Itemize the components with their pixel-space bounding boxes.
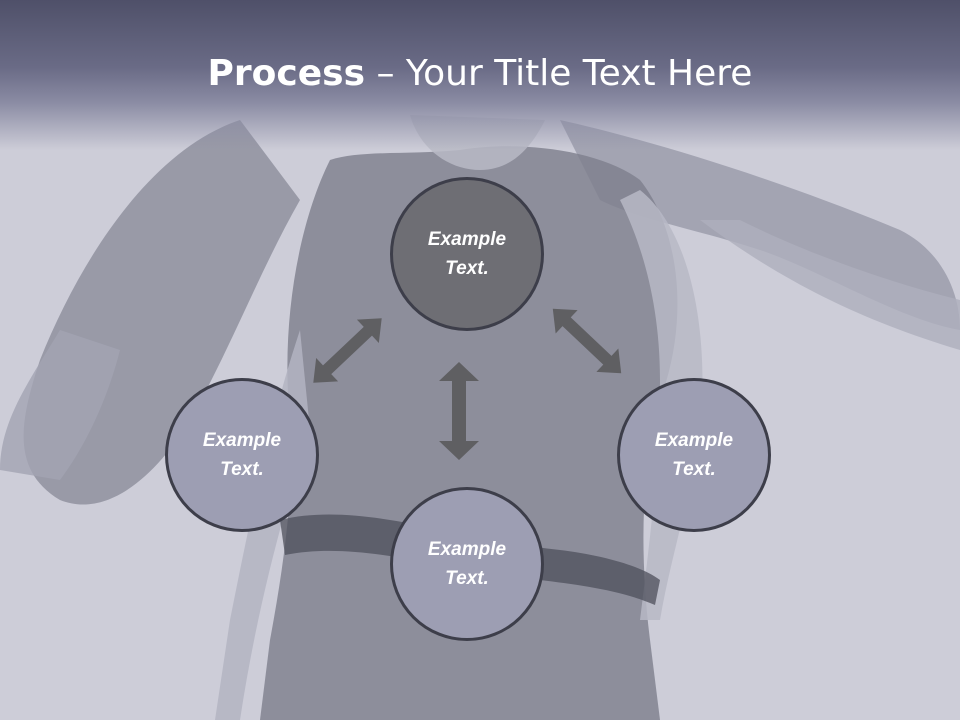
node-left-text: Example Text. xyxy=(202,430,282,480)
process-node-right[interactable]: Example Text. xyxy=(617,378,771,532)
arrow-vertical xyxy=(439,362,479,460)
arrow-top-right xyxy=(552,308,622,374)
node-bottom-text: Example Text. xyxy=(427,539,507,589)
node-top-text: Example Text. xyxy=(427,229,507,279)
process-node-bottom[interactable]: Example Text. xyxy=(390,487,544,641)
title-bar xyxy=(0,0,960,150)
process-node-top[interactable]: Example Text. xyxy=(390,177,544,331)
node-right-text: Example Text. xyxy=(654,430,734,480)
title-bold-text: Process xyxy=(207,53,366,94)
title-rest-text: – Your Title Text Here xyxy=(365,53,753,94)
process-node-left[interactable]: Example Text. xyxy=(165,378,319,532)
slide-title: Process – Your Title Text Here xyxy=(0,50,960,98)
arrow-left-top xyxy=(313,318,382,383)
